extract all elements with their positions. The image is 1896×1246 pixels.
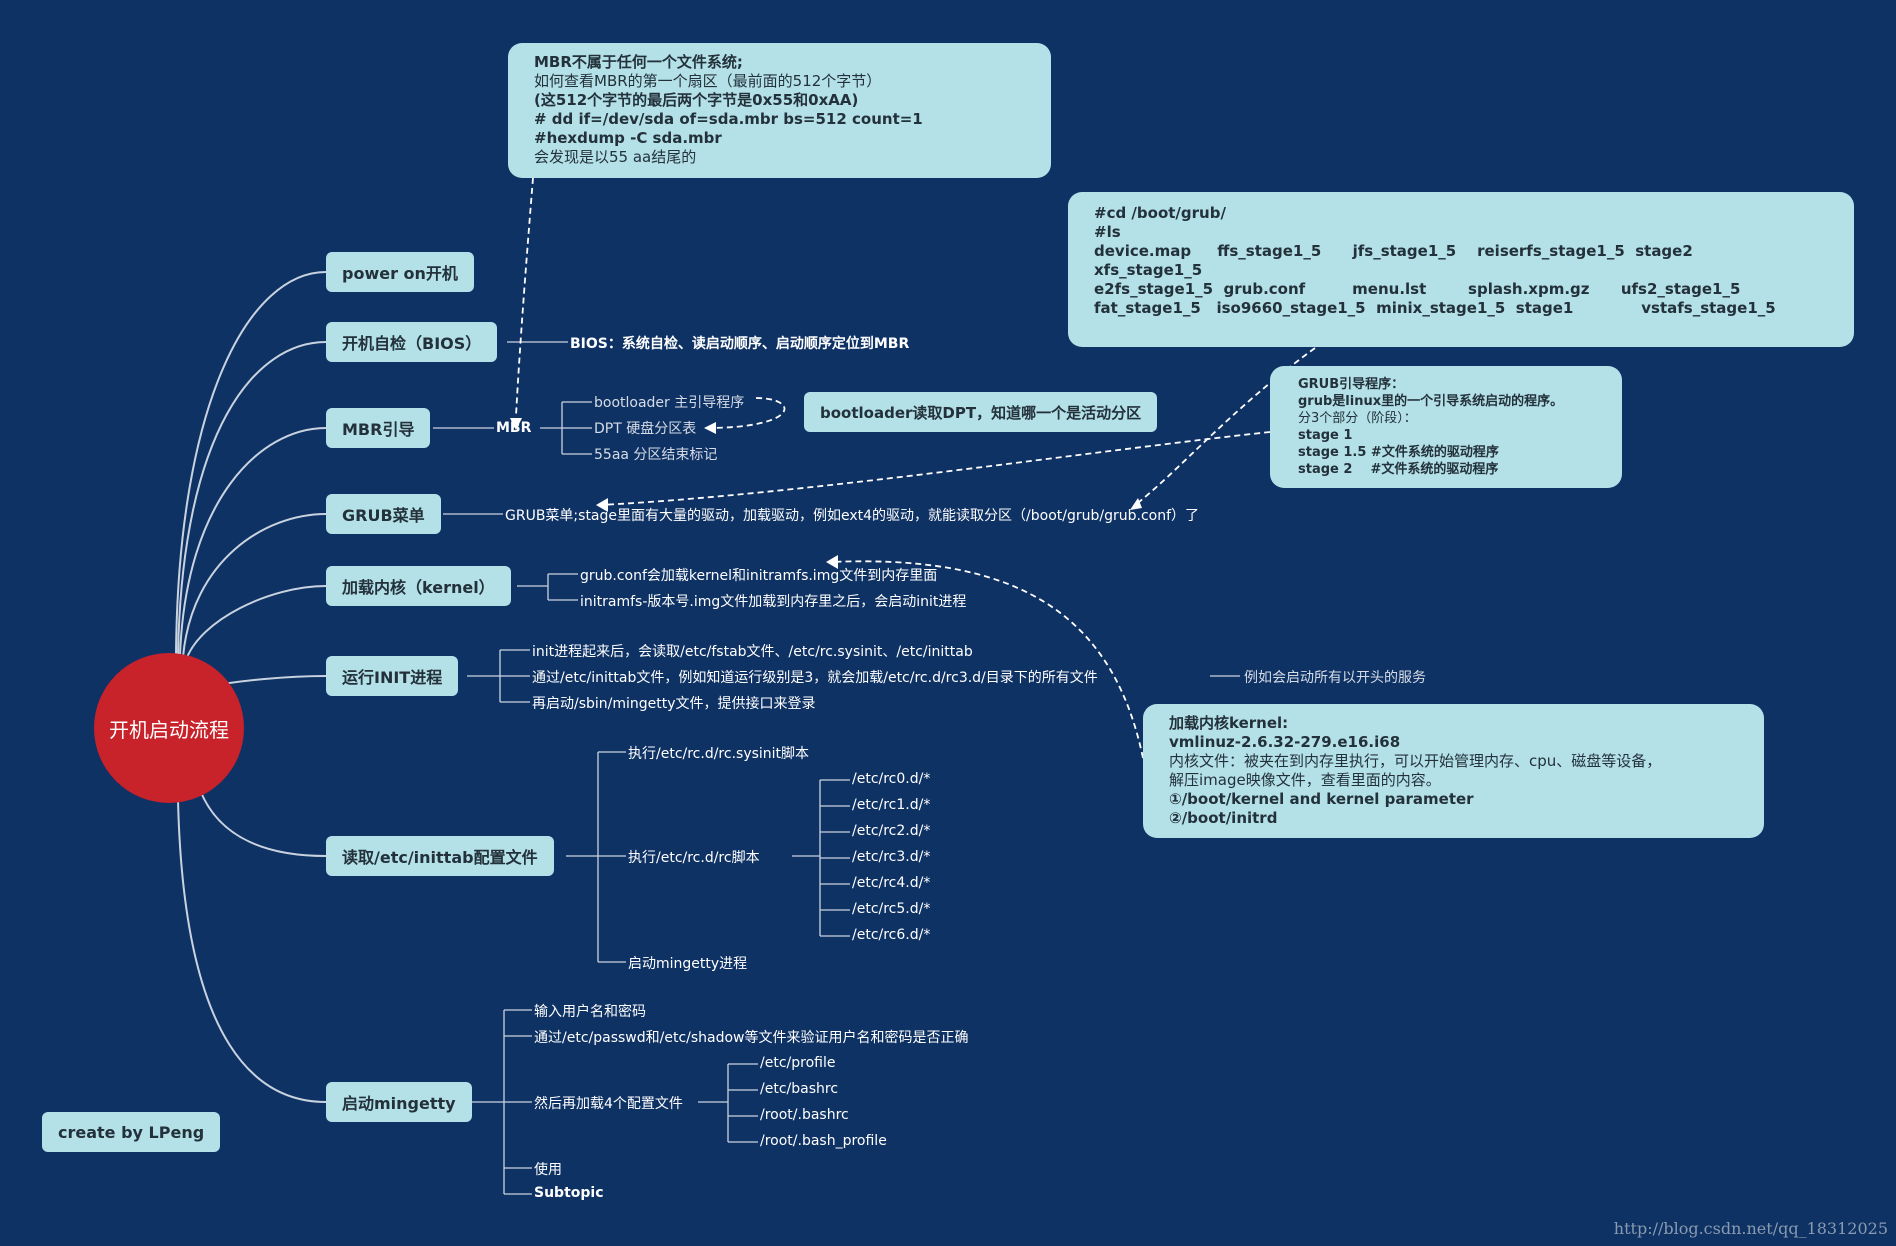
inittab-item-1: 执行/etc/rc.d/rc.sysinit脚本: [628, 746, 810, 762]
branch-init[interactable]: 运行INIT进程: [326, 656, 459, 696]
branch-mingetty[interactable]: 启动mingetty: [326, 1082, 472, 1122]
mbr-callout-line: 如何查看MBR的第一个扇区（最前面的512个字节）: [534, 72, 882, 90]
config-file-1: /etc/profile: [760, 1055, 836, 1071]
bootloader-note[interactable]: bootloader读取DPT，知道哪一个是活动分区: [804, 392, 1158, 432]
branch-bios[interactable]: 开机自检（BIOS）: [326, 322, 498, 362]
mbr-callout-line: (这512个字节的最后两个字节是0x55和0xAA): [534, 91, 859, 109]
mbr-callout-line: MBR不属于任何一个文件系统;: [534, 53, 743, 71]
mbr-callout-line: # dd if=/dev/sda of=sda.mbr bs=512 count…: [534, 110, 923, 128]
mbr-item-55aa: 55aa 分区结束标记: [594, 447, 718, 463]
rc-dir-5: /etc/rc5.d/*: [852, 901, 931, 917]
grub-callout-line: stage 2 #文件系统的驱动程序: [1298, 462, 1499, 477]
branch-grub[interactable]: GRUB菜单: [326, 494, 441, 534]
mbr-label: MBR: [496, 420, 532, 436]
kernel-item-2: initramfs-版本号.img文件加载到内存里之后，会启动init进程: [580, 594, 967, 610]
grub-callout-line: GRUB引导程序：: [1298, 377, 1405, 392]
mbr-callout[interactable]: MBR不属于任何一个文件系统; 如何查看MBR的第一个扇区（最前面的512个字节…: [508, 43, 1051, 178]
kernel-callout-line: 解压image映像文件，查看里面的内容。: [1169, 771, 1441, 789]
mbr-callout-line: 会发现是以55 aa结尾的: [534, 148, 697, 166]
mbr-item-bootloader: bootloader 主引导程序: [594, 395, 745, 411]
grub-dir-line: #ls: [1094, 223, 1121, 241]
grub-callout-line: grub是linux里的一个引导系统启动的程序。: [1298, 394, 1564, 409]
grub-dir-line: fat_stage1_5 iso9660_stage1_5 minix_stag…: [1094, 299, 1776, 317]
rc-dir-4: /etc/rc4.d/*: [852, 875, 931, 891]
inittab-item-2: 执行/etc/rc.d/rc脚本: [628, 850, 760, 866]
rc-dir-2: /etc/rc2.d/*: [852, 823, 931, 839]
credit-label[interactable]: create by LPeng: [42, 1112, 221, 1152]
kernel-callout-line: ②/boot/initrd: [1169, 809, 1278, 827]
branch-kernel[interactable]: 加载内核（kernel）: [326, 566, 511, 606]
grub-dir-line: #cd /boot/grub/: [1094, 204, 1226, 222]
grub-callout[interactable]: GRUB引导程序： grub是linux里的一个引导系统启动的程序。 分3个部分…: [1270, 366, 1622, 488]
rc-dir-0: /etc/rc0.d/*: [852, 771, 931, 787]
grub-callout-line: 分3个部分（阶段）：: [1298, 411, 1417, 426]
rc-dir-6: /etc/rc6.d/*: [852, 927, 931, 943]
grub-note: GRUB菜单;stage里面有大量的驱动，加载驱动，例如ext4的驱动，就能读取…: [505, 508, 1200, 524]
init-item-1: init进程起来后，会读取/etc/fstab文件、/etc/rc.sysini…: [532, 644, 973, 660]
grub-dir-callout[interactable]: #cd /boot/grub/ #ls device.map ffs_stage…: [1068, 192, 1854, 347]
config-file-3: /root/.bashrc: [760, 1107, 849, 1123]
mingetty-item-3: 然后再加载4个配置文件: [534, 1096, 683, 1112]
kernel-item-1: grub.conf会加载kernel和initramfs.img文件到内存里面: [580, 568, 938, 584]
grub-dir-line: e2fs_stage1_5 grub.conf menu.lst splash.…: [1094, 280, 1741, 298]
inittab-item-3: 启动mingetty进程: [628, 956, 748, 972]
rc-dir-3: /etc/rc3.d/*: [852, 849, 931, 865]
mingetty-item-2: 通过/etc/passwd和/etc/shadow等文件来验证用户名和密码是否正…: [534, 1030, 969, 1046]
init-extra-note: 例如会启动所有以开头的服务: [1244, 670, 1426, 686]
kernel-callout[interactable]: 加载内核kernel: vmlinuz-2.6.32-279.e16.i68 内…: [1143, 704, 1764, 838]
kernel-callout-line: ①/boot/kernel and kernel parameter: [1169, 790, 1474, 808]
grub-dir-line: device.map ffs_stage1_5 jfs_stage1_5 rei…: [1094, 242, 1693, 260]
grub-callout-line: stage 1.5 #文件系统的驱动程序: [1298, 445, 1499, 460]
branch-inittab[interactable]: 读取/etc/inittab配置文件: [326, 836, 554, 876]
bios-note: BIOS：系统自检、读启动顺序、启动顺序定位到MBR: [570, 336, 910, 352]
grub-callout-line: stage 1: [1298, 428, 1353, 443]
mingetty-item-1: 输入用户名和密码: [534, 1004, 646, 1020]
mingetty-item-5: Subtopic: [534, 1185, 604, 1201]
config-file-4: /root/.bash_profile: [760, 1133, 887, 1149]
rc-dir-1: /etc/rc1.d/*: [852, 797, 931, 813]
kernel-callout-line: 内核文件：被夹在到内存里执行，可以开始管理内存、cpu、磁盘等设备，: [1169, 752, 1662, 770]
mbr-callout-line: #hexdump -C sda.mbr: [534, 129, 722, 147]
mbr-item-dpt: DPT 硬盘分区表: [594, 421, 697, 437]
kernel-callout-line: 加载内核kernel:: [1169, 714, 1289, 732]
init-item-3: 再启动/sbin/mingetty文件，提供接口来登录: [532, 696, 816, 712]
config-file-2: /etc/bashrc: [760, 1081, 839, 1097]
init-item-2: 通过/etc/inittab文件，例如知道运行级别是3，就会加载/etc/rc.…: [532, 670, 1098, 686]
root-node[interactable]: 开机启动流程: [94, 653, 244, 803]
kernel-callout-line: vmlinuz-2.6.32-279.e16.i68: [1169, 733, 1401, 751]
branch-mbr[interactable]: MBR引导: [326, 408, 431, 448]
mingetty-item-4: 使用: [534, 1162, 562, 1178]
watermark: http://blog.csdn.net/qq_18312025: [1613, 1219, 1888, 1238]
grub-dir-line: xfs_stage1_5: [1094, 261, 1203, 279]
branch-power-on[interactable]: power on开机: [326, 252, 474, 292]
